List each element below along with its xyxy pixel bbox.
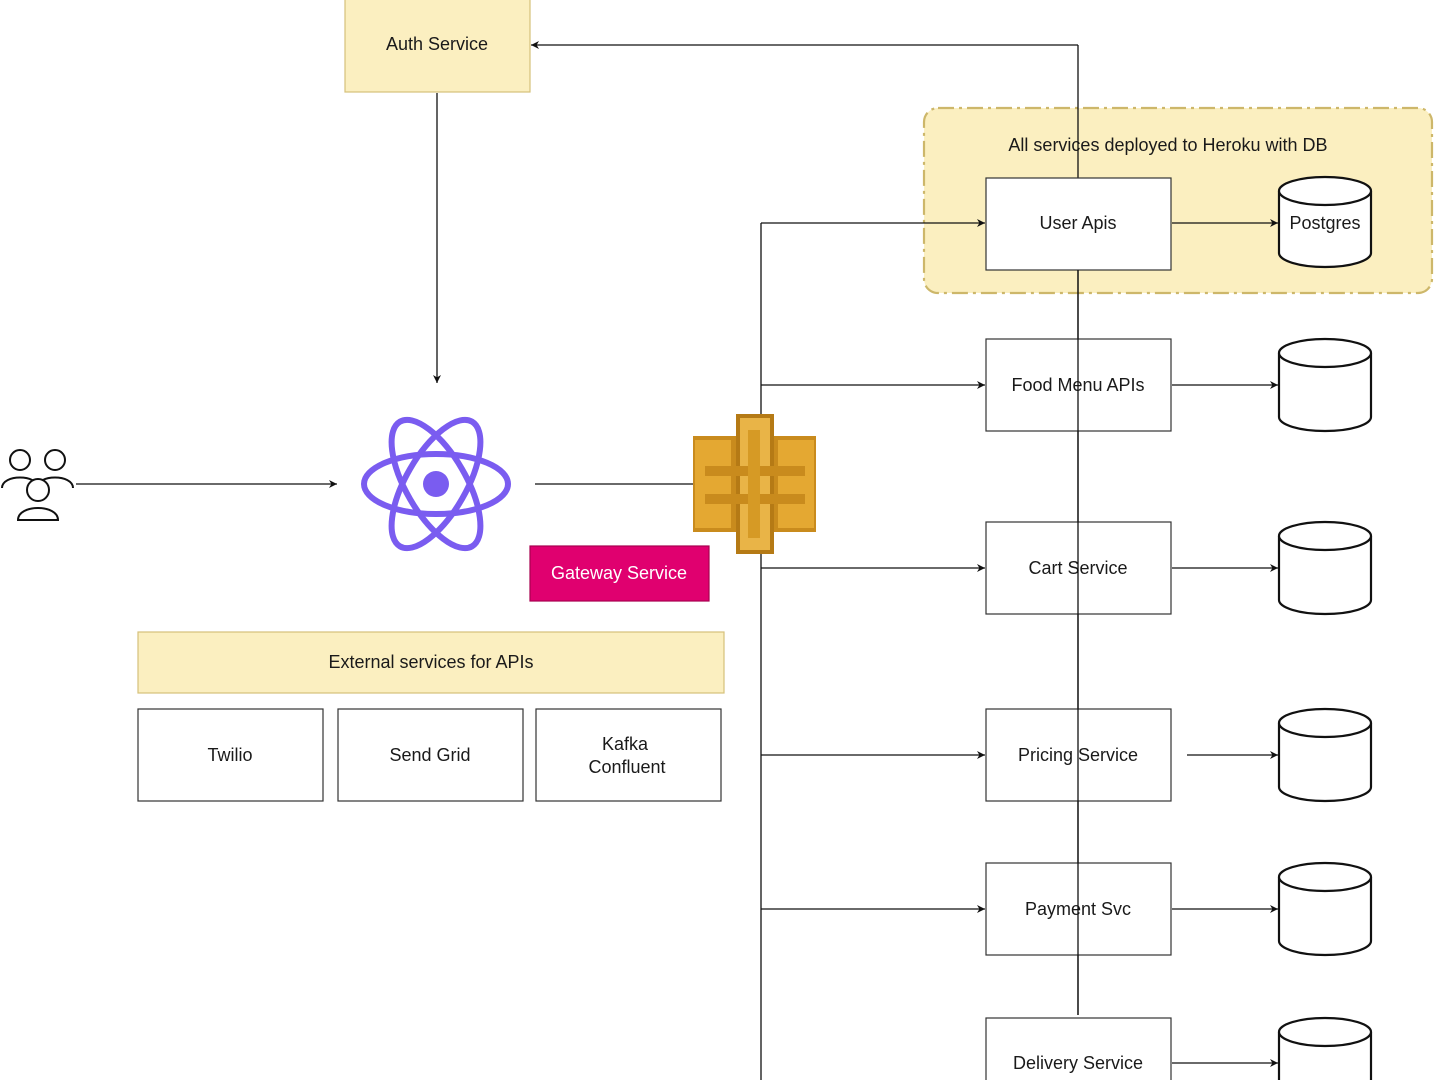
heroku-group-label: All services deployed to Heroku with DB — [1008, 135, 1327, 155]
react-atom-icon — [361, 416, 511, 552]
aws-api-gateway-icon — [693, 414, 816, 554]
external-services-group: External services for APIs Twilio Send G… — [137, 631, 725, 802]
database-cylinder-icon — [1277, 861, 1373, 957]
database-nodes: Postgres — [1277, 175, 1373, 1080]
postgres-label: Postgres — [1289, 213, 1360, 233]
twilio-node — [137, 708, 324, 802]
auth-service-node: Auth Service — [344, 0, 531, 93]
user-apis-label: User Apis — [1039, 213, 1116, 233]
service-nodes: User Apis Food Menu APIs Cart Service Pr… — [985, 177, 1172, 1080]
sendgrid-node — [337, 708, 524, 802]
delivery-service-label: Delivery Service — [1013, 1053, 1143, 1073]
kafka-label-line2: Confluent — [588, 757, 665, 777]
gateway-service-node: Gateway Service — [529, 545, 710, 602]
kafka-label-line1: Kafka — [602, 734, 649, 754]
auth-service-label: Auth Service — [386, 34, 488, 54]
sendgrid-label: Send Grid — [389, 745, 470, 765]
database-cylinder-icon: Postgres — [1277, 175, 1373, 269]
gateway-service-label: Gateway Service — [551, 563, 687, 583]
user-apis-node — [985, 177, 1172, 271]
database-cylinder-icon — [1277, 707, 1373, 803]
external-services-title: External services for APIs — [328, 652, 533, 672]
delivery-service-node — [985, 1017, 1172, 1080]
twilio-label: Twilio — [207, 745, 252, 765]
database-cylinder-icon — [1277, 520, 1373, 616]
database-cylinder-icon — [1277, 1016, 1373, 1080]
connectors — [76, 41, 1278, 1080]
database-cylinder-icon — [1277, 337, 1373, 433]
kafka-node — [535, 708, 722, 802]
users-group-icon — [1, 449, 74, 521]
